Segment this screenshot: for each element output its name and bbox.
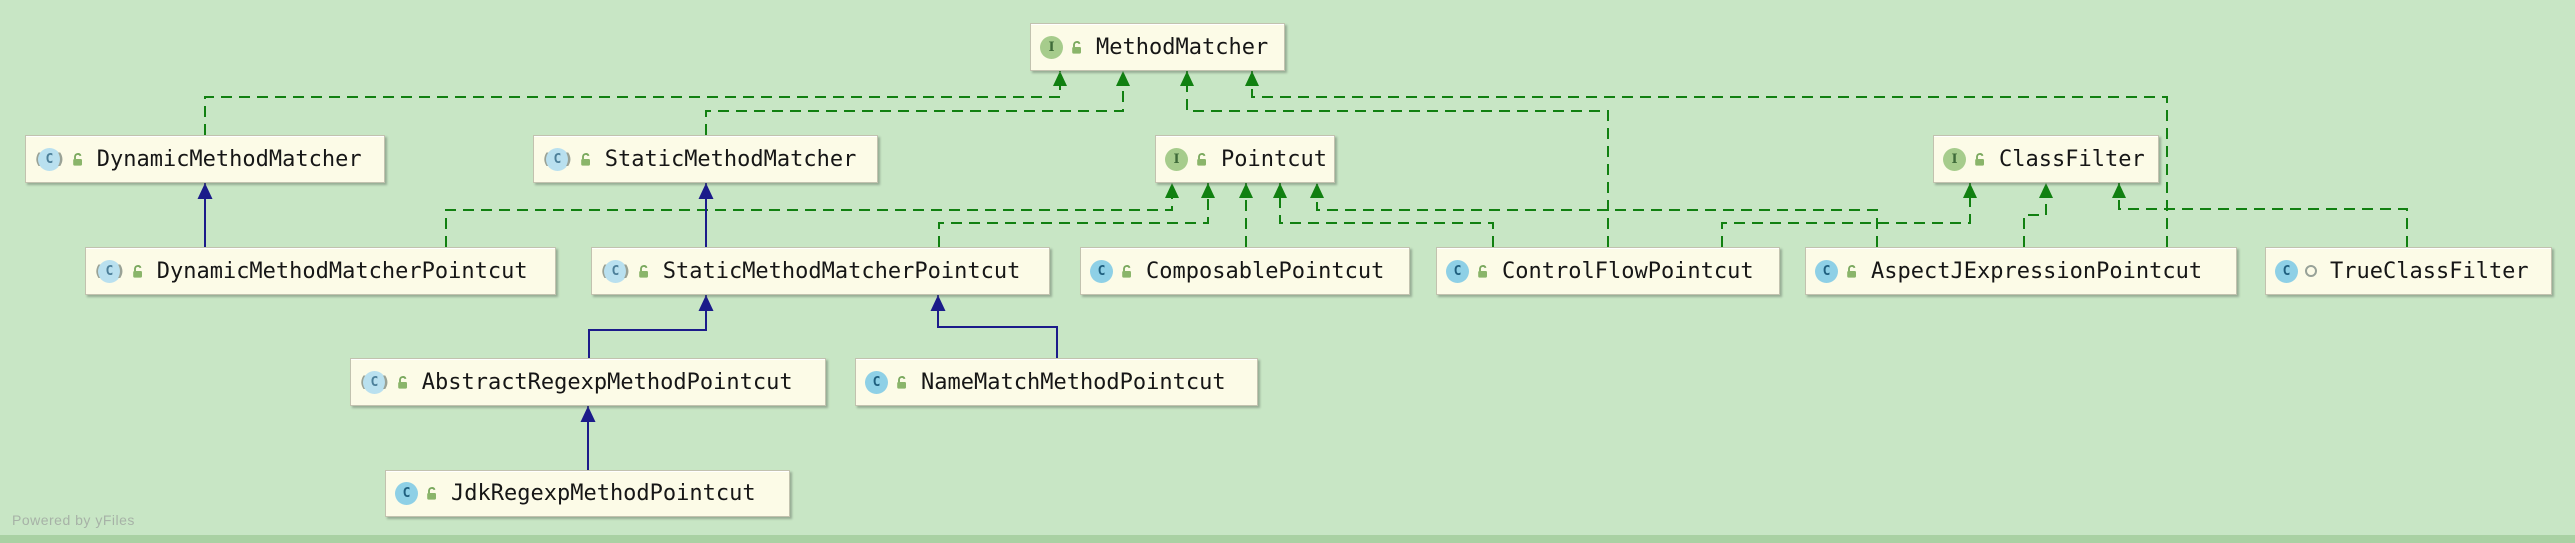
public-visibility-lock-icon (1072, 40, 1081, 54)
public-visibility-lock-icon (1122, 264, 1131, 278)
class-name-label: MethodMatcher (1096, 34, 1269, 60)
node-icons: I (1943, 147, 1986, 171)
class-node-DynamicMethodMatcherPointcut[interactable]: (C) DynamicMethodMatcherPointcut (85, 247, 556, 295)
class-name-label: StaticMethodMatcherPointcut (662, 258, 1021, 284)
realization-edge-AspectJExpressionPointcut-to-Pointcut[interactable] (1310, 183, 1878, 247)
node-icons: I (1040, 35, 1083, 59)
class-name-label: StaticMethodMatcher (604, 146, 857, 172)
node-icons: (C) (95, 259, 144, 283)
class-node-StaticMethodMatcherPointcut[interactable]: (C) StaticMethodMatcherPointcut (591, 247, 1050, 295)
class-name-label: AspectJExpressionPointcut (1871, 258, 2203, 284)
realization-edge-StaticMethodMatcherPointcut-to-Pointcut[interactable] (938, 183, 1215, 247)
node-icons: C (865, 370, 908, 394)
public-visibility-lock-icon (638, 264, 648, 278)
realization-edge-ControlFlowPointcut-to-MethodMatcher[interactable] (1180, 71, 1609, 247)
interface-icon: I (1165, 147, 1188, 171)
class-icon: C (2275, 259, 2298, 283)
node-icons: C (395, 482, 438, 505)
node-icons: (C) (601, 259, 650, 283)
class-node-StaticMethodMatcher[interactable]: (C) StaticMethodMatcher (533, 135, 878, 183)
class-name-label: NameMatchMethodPointcut (921, 369, 1226, 395)
node-icons: (C) (35, 147, 84, 171)
realization-edge-AspectJExpressionPointcut-to-ClassFilter[interactable] (2023, 183, 2053, 247)
abstract-class-icon: (C) (543, 147, 572, 171)
class-icon: C (1446, 259, 1469, 283)
class-name-label: ControlFlowPointcut (1502, 258, 1754, 284)
node-icons: C (1446, 259, 1489, 283)
class-name-label: ClassFilter (1999, 146, 2145, 172)
generalization-edge-AbstractRegexpMethodPointcut-to-StaticMethodMatcherPointcut[interactable] (588, 295, 714, 358)
abstract-class-icon: (C) (601, 259, 630, 283)
class-icon: C (395, 482, 418, 505)
node-icons: (C) (360, 370, 409, 394)
class-node-NameMatchMethodPointcut[interactable]: C NameMatchMethodPointcut (855, 358, 1258, 406)
powered-by-yfiles-watermark: Powered by yFiles (12, 512, 135, 528)
bottom-strip (0, 535, 2575, 543)
realization-edge-DynamicMethodMatcher-to-MethodMatcher[interactable] (204, 71, 1067, 135)
public-visibility-lock-icon (72, 152, 82, 166)
public-visibility-lock-icon (1847, 264, 1856, 278)
class-name-label: ComposablePointcut (1146, 258, 1385, 284)
class-name-label: Pointcut (1221, 146, 1327, 172)
class-icon: C (1815, 259, 1838, 283)
abstract-class-icon: (C) (35, 147, 64, 171)
class-icon: C (1090, 259, 1113, 283)
class-name-label: DynamicMethodMatcher (96, 146, 362, 172)
class-node-Pointcut[interactable]: I Pointcut (1155, 135, 1335, 183)
class-node-ClassFilter[interactable]: I ClassFilter (1933, 135, 2159, 183)
public-visibility-lock-icon (427, 487, 436, 500)
realization-edge-TrueClassFilter-to-ClassFilter[interactable] (2112, 183, 2408, 247)
class-node-ControlFlowPointcut[interactable]: C ControlFlowPointcut (1436, 247, 1780, 295)
class-name-label: TrueClassFilter (2330, 258, 2529, 284)
node-icons: C (1090, 259, 1133, 283)
node-icons: C (1815, 259, 1858, 283)
class-node-TrueClassFilter[interactable]: C TrueClassFilter (2265, 247, 2552, 295)
realization-edge-ControlFlowPointcut-to-ClassFilter[interactable] (1721, 183, 1977, 247)
node-icons: (C) (543, 147, 592, 171)
public-visibility-lock-icon (897, 375, 906, 389)
public-visibility-lock-icon (1478, 264, 1487, 278)
class-node-AspectJExpressionPointcut[interactable]: C AspectJExpressionPointcut (1805, 247, 2237, 295)
package-local-visibility-icon (2305, 265, 2317, 277)
class-name-label: JdkRegexpMethodPointcut (451, 481, 756, 506)
abstract-class-icon: (C) (95, 259, 124, 283)
class-node-JdkRegexpMethodPointcut[interactable]: C JdkRegexpMethodPointcut (385, 470, 790, 517)
class-node-AbstractRegexpMethodPointcut[interactable]: (C) AbstractRegexpMethodPointcut (350, 358, 826, 406)
abstract-class-icon: (C) (360, 370, 389, 394)
public-visibility-lock-icon (580, 152, 590, 166)
class-node-ComposablePointcut[interactable]: C ComposablePointcut (1080, 247, 1410, 295)
realization-edge-StaticMethodMatcher-to-MethodMatcher[interactable] (705, 71, 1130, 135)
public-visibility-lock-icon (397, 375, 407, 389)
class-icon: C (865, 370, 888, 394)
public-visibility-lock-icon (1975, 152, 1984, 166)
class-name-label: DynamicMethodMatcherPointcut (156, 258, 528, 284)
interface-icon: I (1040, 35, 1063, 59)
realization-edge-ControlFlowPointcut-to-Pointcut[interactable] (1273, 183, 1494, 247)
interface-icon: I (1943, 147, 1966, 171)
class-name-label: AbstractRegexpMethodPointcut (421, 369, 793, 395)
public-visibility-lock-icon (1197, 152, 1206, 166)
class-node-MethodMatcher[interactable]: I MethodMatcher (1030, 23, 1285, 71)
generalization-edge-NameMatchMethodPointcut-to-StaticMethodMatcherPointcut[interactable] (930, 295, 1058, 358)
public-visibility-lock-icon (132, 264, 142, 278)
class-node-DynamicMethodMatcher[interactable]: (C) DynamicMethodMatcher (25, 135, 385, 183)
realization-edge-DynamicMethodMatcherPointcut-to-Pointcut[interactable] (445, 183, 1179, 247)
node-icons: C (2275, 259, 2317, 283)
realization-edge-AspectJExpressionPointcut-to-MethodMatcher[interactable] (1245, 71, 2168, 247)
node-icons: I (1165, 147, 1208, 171)
